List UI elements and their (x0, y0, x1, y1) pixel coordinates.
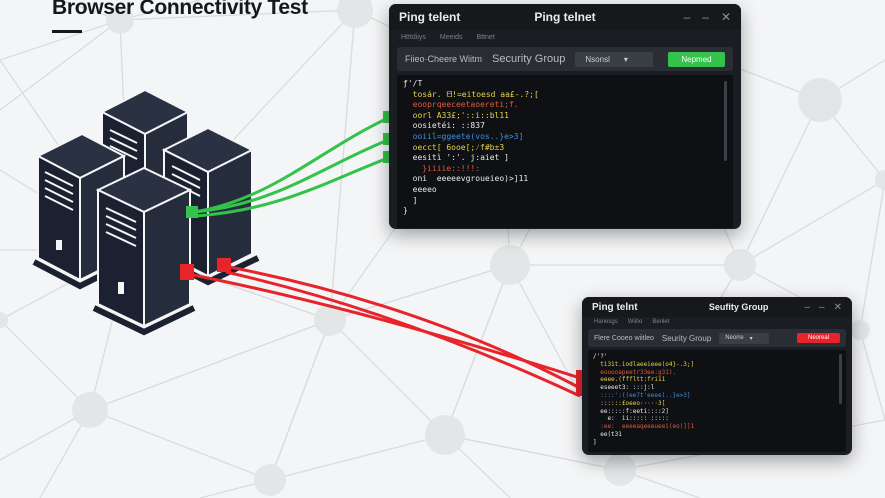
console-line: oecct[ 6ooe[;⁄f#b±3 (403, 142, 505, 152)
console-line: eooprqeeceetaoereti;f. (403, 100, 519, 110)
window-2-title: Ping telnt (592, 301, 638, 313)
console-line: ::::':((ee7t'eeee)..}e>3] (593, 391, 691, 399)
console-line: e: ii::::: ::::: (593, 415, 669, 423)
maximize-icon[interactable]: – (702, 10, 709, 24)
console-line: ::::::£oeeo·····3[ (593, 399, 666, 407)
console-line: ee(t31 (593, 430, 622, 438)
mode-select-value: Neorre (725, 335, 744, 341)
window-1-toolbar: Fiieo·Cheere Wiitm Security Group Nsonsl… (397, 47, 733, 71)
console-line: eooooapeetr33ee:g31). (593, 368, 677, 376)
toolbar-security-group: Seurity Group (661, 333, 712, 343)
console-line: eeeeo (403, 184, 437, 194)
menu-item[interactable]: Wiitio (627, 319, 643, 325)
console-line: ƒ'/T (403, 79, 423, 88)
menu-item[interactable]: Bttnet (476, 33, 495, 41)
console-line: } (403, 206, 408, 216)
toolbar-security-group: Security Group (492, 53, 566, 65)
console-line: /'?' (593, 353, 608, 360)
menu-item[interactable]: Meeids (439, 33, 463, 41)
window-2-console: /'?' ti31t.iodlaeeieee(o4}-.3;] eooooape… (588, 350, 846, 452)
menu-item[interactable]: Hanesgs (594, 319, 618, 325)
action-button[interactable]: Neoreal (797, 333, 840, 343)
window-2-toolbar: Flere Cooeo wiitleo Seurity Group Neorre… (588, 329, 846, 347)
chevron-down-icon: ▾ (623, 54, 628, 64)
title-underline (52, 30, 82, 33)
minimize-icon[interactable]: – (683, 10, 691, 24)
console-line: ee:::::f:eeti::::2] (593, 407, 669, 415)
toolbar-label: Fiieo·Cheere Wiitm (405, 54, 483, 64)
window-1-menu-bar: Htttdiiys Meeids Bttnet (389, 30, 741, 44)
console-line: ] (403, 195, 418, 205)
window-1-console: ƒ'/T tosár. ᗺ!=eitoesd aa£-.?;[ eooprqee… (397, 75, 733, 228)
red-plugs-server (180, 258, 231, 280)
console-line: eeee.(fffltt:fri11 (593, 376, 666, 384)
terminal-window-2: Ping telnt Seufity Group – – ✕ Hanesgs W… (582, 297, 852, 455)
close-icon[interactable]: ✕ (720, 10, 731, 24)
mode-select[interactable]: Nsonsl ▾ (575, 51, 654, 67)
red-plug-window (576, 370, 586, 396)
console-line: oosietéi: ::837 (403, 121, 485, 131)
maximize-icon[interactable]: – (819, 301, 825, 313)
console-line: }iiiie::!!!: (403, 163, 481, 173)
console-line: :ee: eeeeaqeeeueei(eo)]]1 (593, 423, 695, 431)
console-line: oorl A33£;'::i::bl11 (403, 110, 509, 120)
console-scrollbar[interactable] (839, 354, 842, 404)
menu-item[interactable]: Htttdiiys (401, 33, 426, 41)
mode-select[interactable]: Neorre ▾ (719, 332, 770, 344)
page-title: Browser Connectivity Test (52, 0, 308, 19)
console-line: eseeet3: :::j:l (593, 384, 655, 392)
console-line: ooiiĺ=ggeete(vos..}e>3] (403, 131, 524, 141)
window-1-title: Ping telent (399, 10, 461, 24)
window-2-menu-bar: Hanesgs Wiitio Benlet (582, 317, 852, 327)
action-button[interactable]: Nepmed (668, 51, 725, 67)
window-1-titlebar[interactable]: Ping telent Ping telnet – – ✕ (389, 4, 741, 30)
mode-select-value: Nsonsl (585, 54, 610, 64)
console-scrollbar[interactable] (724, 81, 727, 161)
window-2-titlebar[interactable]: Ping telnt Seufity Group – – ✕ (582, 297, 852, 317)
terminal-window-1: Ping telent Ping telnet – – ✕ Htttdiiys … (389, 4, 741, 229)
console-line: tosár. ᗺ!=eitoesd aa£-.?;[ (403, 89, 539, 99)
console-line: ti31t.iodlaeeieee(o4}-.3;] (593, 360, 695, 368)
console-line: ] (593, 438, 597, 446)
minimize-icon[interactable]: – (804, 301, 811, 313)
window-2-center-title: Seufity Group (708, 302, 769, 312)
green-plug-server (186, 206, 198, 218)
green-connection-cables (193, 116, 389, 218)
close-icon[interactable]: ✕ (833, 301, 842, 313)
chevron-down-icon: ▾ (749, 335, 753, 342)
console-line: oni eeeeevgroueieo)>]11 (403, 174, 529, 184)
server-tower-front (92, 166, 196, 336)
server-cluster-icon (32, 88, 260, 336)
window-1-center-title: Ping telnet (534, 10, 596, 24)
menu-item[interactable]: Benlet (652, 319, 670, 325)
toolbar-label: Flere Cooeo wiitleo (594, 334, 654, 342)
console-line: eesitì ':'. j:aiet ] (403, 153, 509, 163)
red-connection-cables (187, 264, 581, 398)
